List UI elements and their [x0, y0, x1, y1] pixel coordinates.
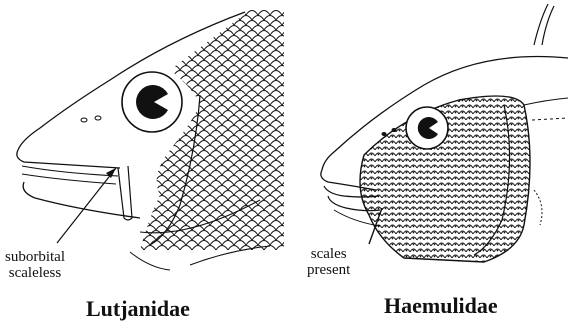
lutjanidae-annotation-line2: scaleless — [5, 265, 65, 281]
lutjanidae-panel: suborbital scaleless Lutjanidae — [0, 0, 284, 323]
lutjanidae-title: Lutjanidae — [86, 296, 190, 322]
lutjanidae-annotation-line1: suborbital — [5, 249, 65, 265]
lutjanidae-maxillary — [118, 166, 132, 220]
lutjanidae-upper-jaw — [17, 150, 120, 168]
haemulidae-panel: scales present Haemulidae — [284, 0, 568, 323]
haemulidae-dorsal-spine — [534, 4, 554, 45]
haemulidae-annotation-line1: scales — [307, 246, 350, 262]
haemulidae-title: Haemulidae — [384, 293, 498, 319]
haemulidae-annotation-line2: present — [307, 262, 350, 278]
lutjanidae-annotation: suborbital scaleless — [5, 249, 65, 281]
lutjanidae-arrowhead — [106, 168, 116, 178]
haemulidae-annotation: scales present — [307, 246, 350, 278]
